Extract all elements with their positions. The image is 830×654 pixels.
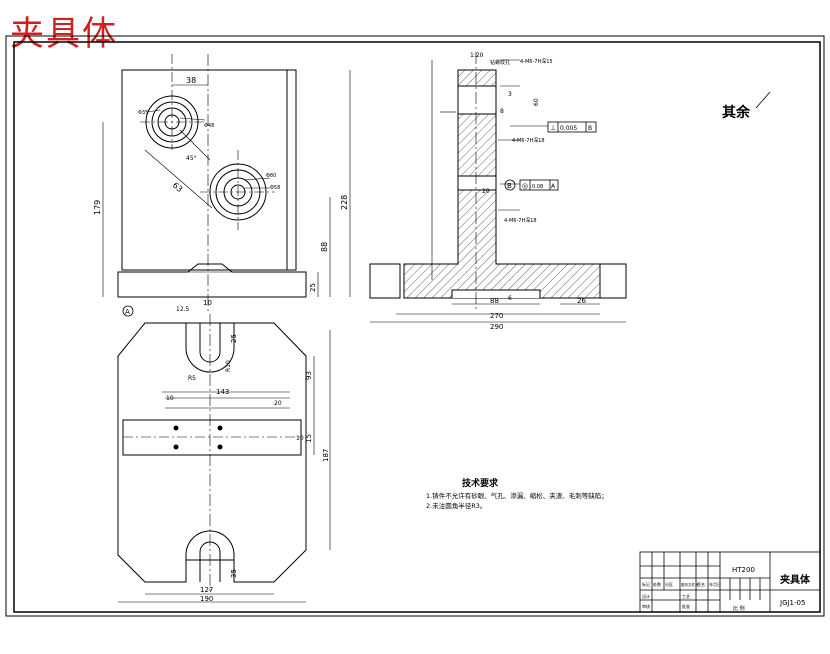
top-dim-20: 20 xyxy=(274,400,282,407)
front-dim-10: 10 xyxy=(203,299,212,307)
section-dim-3: 3 xyxy=(508,91,512,98)
tb-approve-3: 工艺 xyxy=(682,594,690,599)
front-dim-25: 25 xyxy=(309,283,317,292)
top-dim-187: 187 xyxy=(322,449,330,462)
front-dim-228: 228 xyxy=(340,195,349,210)
title-block-material: HT200 xyxy=(732,566,755,574)
section-dim-20: 20 xyxy=(482,188,490,195)
top-dim-r10: R10 xyxy=(225,360,232,372)
section-dim-60: 60 xyxy=(533,98,540,106)
section-slot xyxy=(451,289,541,298)
section-view xyxy=(369,52,627,323)
top-dim-127: 127 xyxy=(200,586,213,594)
tolerance-frame-2 xyxy=(519,179,559,191)
tb-approve-4: 批准 xyxy=(682,603,690,609)
front-hole-callout-4: Φ35 xyxy=(138,110,148,116)
front-dim-179: 179 xyxy=(93,200,102,215)
title-block-part-name: 夹具体 xyxy=(780,573,811,586)
front-hole-callout-3: Φ48 xyxy=(204,123,214,129)
section-base-right xyxy=(599,263,627,299)
front-dim-38: 38 xyxy=(186,76,196,85)
title-block-scale-label: 比 例 xyxy=(733,605,745,612)
front-base xyxy=(117,263,307,298)
title-block xyxy=(639,551,821,613)
section-label-top: 1:20 xyxy=(470,52,484,59)
section-mid-bore xyxy=(457,175,497,191)
inner-frame xyxy=(13,41,821,613)
outer-frame xyxy=(5,35,825,617)
tech-req-item-2: 2.未注圆角半径R3。 xyxy=(426,501,486,510)
top-dim-93: 93 xyxy=(305,371,313,380)
front-hole-callout-2: Φ58 xyxy=(270,185,280,191)
tolerance-1-symbol: ⊥ xyxy=(550,124,556,132)
title-block-drawing-number: JGJ1-05 xyxy=(779,599,805,607)
top-dim-35: 35 xyxy=(230,569,238,578)
front-hole-callout-1: Φ80 xyxy=(266,173,276,179)
section-dim-270: 270 xyxy=(490,312,503,320)
top-dim-10b: 10 xyxy=(296,435,304,442)
top-dim-10a: 10 xyxy=(166,395,174,402)
top-dim-r5: R5 xyxy=(188,375,196,382)
tb-row-label-1: 标记 xyxy=(642,581,650,587)
top-dim-15: 15 xyxy=(305,434,313,443)
top-u-slot-upper xyxy=(185,323,235,373)
section-dim-88: 88 xyxy=(490,297,499,305)
tolerance-frame-1 xyxy=(547,121,597,133)
datum-a-label: A xyxy=(125,308,130,316)
section-base-left xyxy=(369,263,401,299)
tb-row-label-2: 处数 xyxy=(653,581,661,587)
tb-row-label-6: 年月日 xyxy=(709,581,721,587)
tolerance-1-datum: B xyxy=(588,125,592,132)
tolerance-2-symbol: ◎ xyxy=(522,182,528,190)
section-label-center: 钻螺纹孔 xyxy=(490,59,510,66)
front-view xyxy=(102,54,351,312)
section-dim-26: 26 xyxy=(577,297,586,305)
front-body-outline xyxy=(121,69,297,271)
top-u-slot-lower xyxy=(185,530,235,582)
top-dim-25a: 25 xyxy=(230,334,238,343)
datum-b-marker xyxy=(504,179,516,191)
datum-b-label: B xyxy=(507,182,512,190)
front-roughness: 12.5 xyxy=(176,306,190,313)
top-center-bar xyxy=(122,419,302,456)
roughness-symbol xyxy=(755,91,771,109)
section-dim-8: 8 xyxy=(500,108,504,115)
tb-approve-1: 设计 xyxy=(642,593,650,599)
datum-a-marker xyxy=(122,305,134,317)
section-thread-callout-2: 4-M6-7H深18 xyxy=(512,137,545,144)
tb-row-label-3: 分区 xyxy=(665,581,673,587)
section-thread-callout-3: 4-M6-7H深18 xyxy=(504,217,537,224)
top-dim-143: 143 xyxy=(216,388,229,396)
front-dim-angle: 45° xyxy=(186,155,197,162)
tech-req-heading: 技术要求 xyxy=(462,477,499,489)
tb-row-label-4: 更改文件号 xyxy=(681,582,699,587)
tb-approve-2: 审核 xyxy=(642,603,650,609)
tech-req-item-1: 1.铸件不允许有砂眼、气孔、渗漏、缩松、夹渣、毛刺等缺陷； xyxy=(426,491,608,500)
section-thread-callout-1: 4-M6-7H深15 xyxy=(520,58,553,65)
tolerance-2-datum: A xyxy=(551,183,556,190)
front-dim-88: 88 xyxy=(320,242,329,252)
section-dim-6: 6 xyxy=(508,295,512,302)
section-dim-290: 290 xyxy=(490,323,503,331)
tb-row-label-5: 签名 xyxy=(697,581,705,587)
roughness-note: 其余 xyxy=(722,104,751,121)
drawing-title-overlay: 夹具体 xyxy=(10,14,118,54)
top-view xyxy=(117,314,331,603)
tolerance-2-value: 0.08 xyxy=(532,184,543,190)
section-top-bore xyxy=(457,85,497,115)
top-dim-190: 190 xyxy=(200,595,213,603)
tolerance-1-value: 0.005 xyxy=(560,125,577,132)
